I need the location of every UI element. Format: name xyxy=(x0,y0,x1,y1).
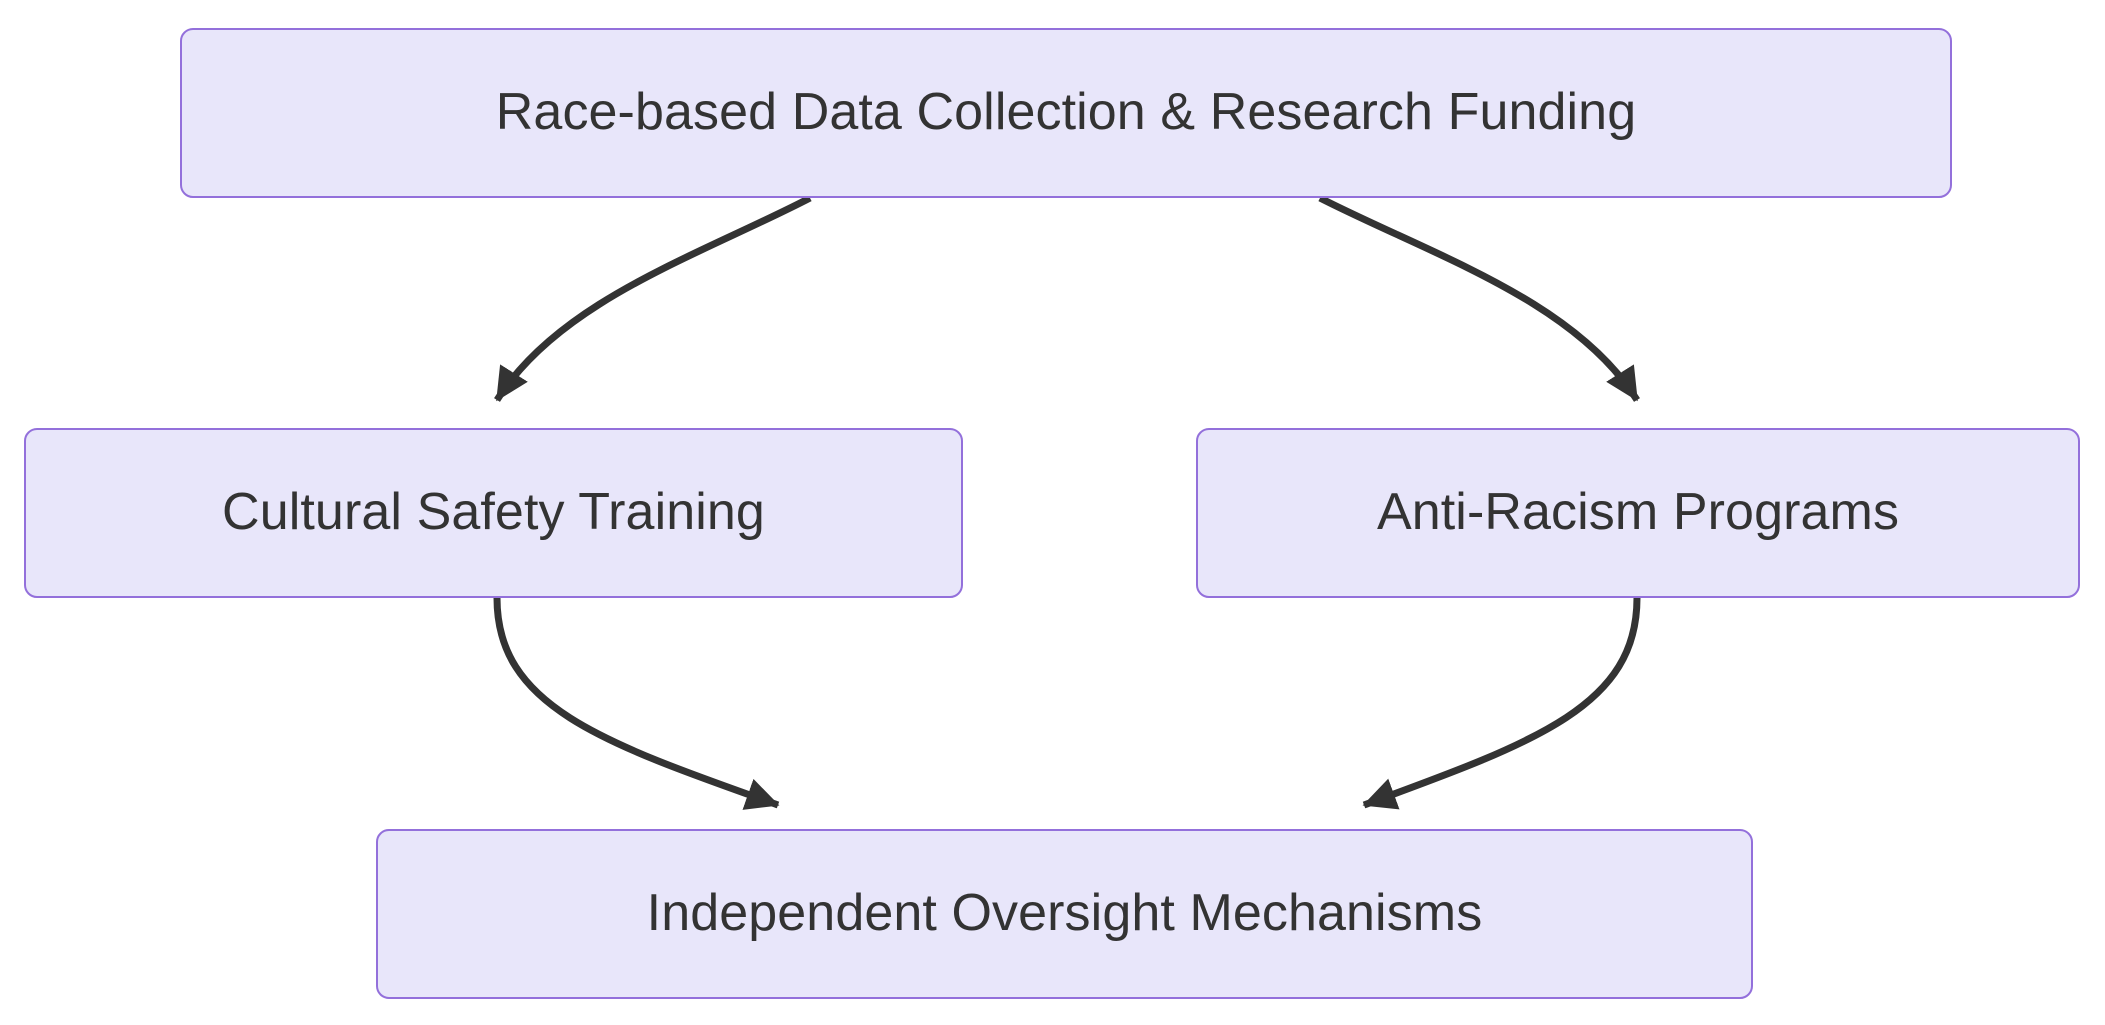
node-anti-racism-programs[interactable]: Anti-Racism Programs xyxy=(1196,428,2080,598)
node-label: Independent Oversight Mechanisms xyxy=(646,884,1483,943)
node-race-based-data-collection[interactable]: Race-based Data Collection & Research Fu… xyxy=(180,28,1952,198)
node-label: Anti-Racism Programs xyxy=(1376,483,1900,542)
node-cultural-safety-training[interactable]: Cultural Safety Training xyxy=(24,428,963,598)
edge-cultural-to-oversight xyxy=(493,597,780,810)
node-label: Race-based Data Collection & Research Fu… xyxy=(495,83,1637,142)
edge-race-data-to-antiracism xyxy=(1318,194,1640,402)
edge-antiracism-to-oversight xyxy=(1362,597,1641,810)
node-label: Cultural Safety Training xyxy=(222,483,765,542)
node-independent-oversight-mechanisms[interactable]: Independent Oversight Mechanisms xyxy=(376,829,1753,999)
edge-race-data-to-cultural xyxy=(494,194,812,402)
